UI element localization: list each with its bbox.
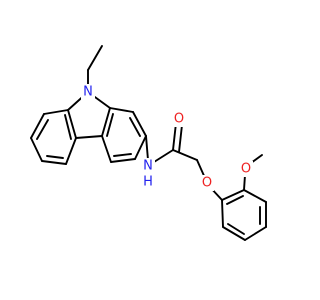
bond: [65, 137, 77, 165]
atom-n-amide: N: [141, 158, 155, 174]
bond: [132, 111, 147, 137]
bond: [41, 160, 67, 165]
bond: [30, 113, 45, 139]
atom-label: N: [143, 159, 153, 174]
bond: [75, 135, 103, 139]
atom-h-amide: H: [141, 174, 155, 190]
bond: [67, 109, 77, 139]
bond: [64, 114, 72, 140]
bond: [243, 189, 267, 203]
bond: [43, 109, 69, 115]
bond: [172, 122, 177, 151]
bond: [129, 117, 141, 137]
atom-label: O: [241, 162, 251, 177]
bond: [172, 149, 198, 161]
bond: [87, 45, 103, 71]
bond: [227, 223, 245, 235]
bond: [134, 135, 147, 160]
bond: [153, 149, 174, 163]
molecule-structure: N N H O O O: [30, 45, 267, 241]
bond: [106, 113, 114, 137]
atom-o-ether: O: [200, 175, 214, 191]
bond: [243, 174, 246, 191]
atom-label: N: [83, 85, 93, 100]
atom-n9: N: [81, 84, 95, 100]
bond: [244, 226, 267, 241]
bond: [101, 107, 111, 137]
bond: [221, 189, 245, 201]
bond: [222, 226, 246, 241]
atom-label: O: [174, 112, 184, 127]
bond: [101, 135, 112, 163]
bond: [178, 124, 183, 153]
bond: [110, 158, 136, 163]
bond: [30, 137, 43, 162]
bond: [145, 135, 149, 161]
atom-labels: N N H O O O: [81, 84, 253, 191]
atom-o-methoxy: O: [239, 161, 253, 177]
bond: [226, 195, 244, 205]
atom-o-carbonyl: O: [172, 111, 186, 127]
bonds: [30, 45, 267, 241]
bond: [46, 155, 64, 159]
atom-label: O: [202, 176, 212, 191]
bond: [221, 199, 224, 228]
atom-label: H: [143, 175, 153, 190]
bond: [113, 153, 132, 157]
bond: [109, 107, 134, 113]
bond: [36, 119, 49, 140]
